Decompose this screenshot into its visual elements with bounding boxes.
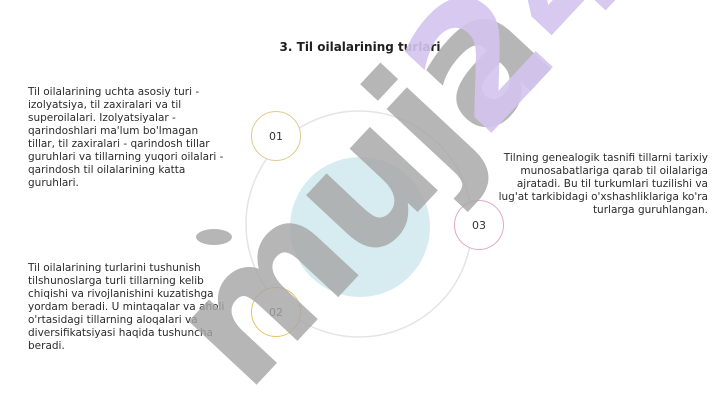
- slide-title: 3. Til oilalarining turlari: [279, 40, 441, 54]
- step-label-02: 02: [269, 305, 283, 319]
- step-marker-02: 02: [251, 287, 301, 337]
- classification-text: Tilning genealogik tasnifi tillarni tari…: [498, 152, 708, 216]
- step-label-03: 03: [472, 218, 486, 232]
- step-marker-03: 03: [454, 200, 504, 250]
- conclusion-text: Til oilalarining turlarini tushunish til…: [28, 262, 225, 352]
- step-marker-01: 01: [251, 111, 301, 161]
- center-circle: [290, 157, 430, 297]
- step-label-01: 01: [269, 129, 283, 143]
- intro-text: Til oilalarining uchta asosiy turi - izo…: [28, 86, 224, 189]
